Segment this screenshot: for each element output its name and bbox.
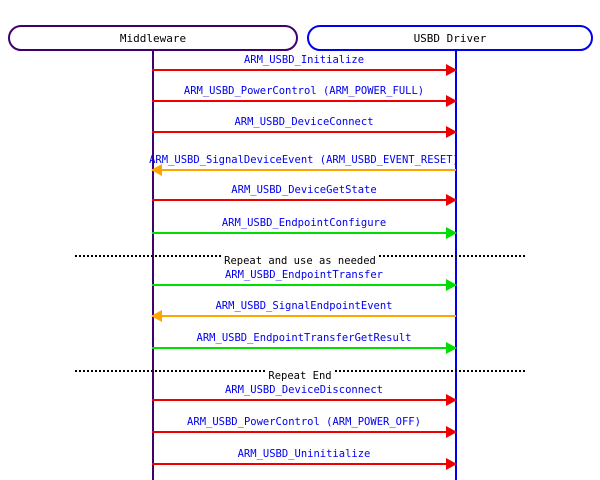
message-label: ARM_USBD_SignalDeviceEvent (ARM_USBD_EVE… xyxy=(149,154,459,166)
message-label: ARM_USBD_DeviceGetState xyxy=(231,184,377,196)
separator-note: Repeat End xyxy=(75,364,525,382)
message-label: ARM_USBD_PowerControl (ARM_POWER_FULL) xyxy=(183,85,425,97)
message-label: ARM_USBD_EndpointTransfer xyxy=(224,269,384,281)
message-line xyxy=(152,100,456,102)
arrow-right-icon xyxy=(446,394,457,406)
lifeline-middleware xyxy=(152,51,154,480)
message-label: ARM_USBD_EndpointConfigure xyxy=(221,217,387,229)
separator-label: Repeat and use as needed xyxy=(221,255,379,267)
message-label: ARM_USBD_DeviceDisconnect xyxy=(224,384,384,396)
message-line xyxy=(152,131,456,133)
message-line xyxy=(152,399,456,401)
message-label: ARM_USBD_SignalEndpointEvent xyxy=(215,300,393,312)
arrow-right-icon xyxy=(446,458,457,470)
separator-label-wrap: Repeat End xyxy=(75,364,525,383)
arrow-right-icon xyxy=(446,64,457,76)
message-line xyxy=(152,169,456,171)
arrow-right-icon xyxy=(446,126,457,138)
arrow-right-icon xyxy=(446,426,457,438)
separator-label-wrap: Repeat and use as needed xyxy=(75,249,525,268)
arrow-left-icon xyxy=(151,164,162,176)
message-line xyxy=(152,232,456,234)
message-label: ARM_USBD_EndpointTransferGetResult xyxy=(196,332,412,344)
message-label: ARM_USBD_Uninitialize xyxy=(237,448,371,460)
message-label: ARM_USBD_PowerControl (ARM_POWER_OFF) xyxy=(187,416,421,428)
separator-note: Repeat and use as needed xyxy=(75,249,525,267)
participant-middleware[interactable]: Middleware xyxy=(8,25,298,51)
separator-label: Repeat End xyxy=(265,370,335,382)
message-label: ARM_USBD_DeviceConnect xyxy=(234,116,374,128)
arrow-right-icon xyxy=(446,95,457,107)
message-line xyxy=(152,69,456,71)
message-line xyxy=(152,463,456,465)
message-line xyxy=(152,199,456,201)
message-label: ARM_USBD_Initialize xyxy=(243,54,365,66)
arrow-right-icon xyxy=(446,342,457,354)
participant-usbd-driver-label: USBD Driver xyxy=(413,31,487,45)
message-line xyxy=(152,431,456,433)
message-line xyxy=(152,315,456,317)
arrow-right-icon xyxy=(446,279,457,291)
arrow-right-icon xyxy=(446,194,457,206)
participant-middleware-label: Middleware xyxy=(119,31,187,45)
message-line xyxy=(152,284,456,286)
arrow-left-icon xyxy=(151,310,162,322)
message-line xyxy=(152,347,456,349)
arrow-right-icon xyxy=(446,227,457,239)
lifeline-usbd-driver xyxy=(455,51,457,480)
participant-usbd-driver[interactable]: USBD Driver xyxy=(307,25,593,51)
